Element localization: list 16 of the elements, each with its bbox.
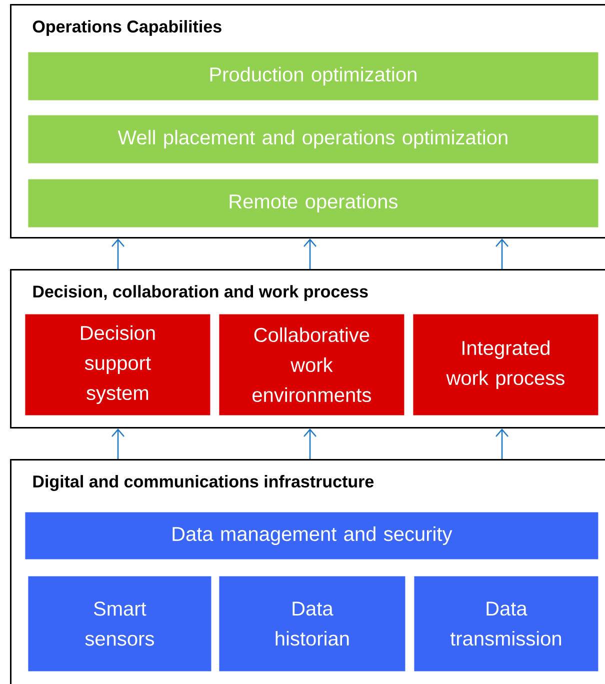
arrow bbox=[304, 238, 316, 269]
capability-box: Collaborative work environments bbox=[219, 314, 404, 416]
capability-box: Data historian bbox=[219, 576, 406, 672]
arrow bbox=[304, 428, 316, 459]
capability-box: Decision support system bbox=[25, 314, 210, 416]
capability-box: Production optimization bbox=[28, 52, 598, 100]
arrow bbox=[496, 428, 508, 459]
capability-box: Well placement and operations optimization bbox=[28, 115, 598, 164]
capability-box: Data management and security bbox=[25, 512, 598, 560]
capability-box: Data transmission bbox=[414, 576, 598, 672]
arrow bbox=[112, 238, 124, 269]
arrow bbox=[112, 428, 124, 459]
capability-box: Smart sensors bbox=[28, 576, 212, 672]
capability-box: Integrated work process bbox=[413, 314, 598, 416]
capability-box: Remote operations bbox=[28, 179, 598, 228]
arrow bbox=[496, 238, 508, 269]
